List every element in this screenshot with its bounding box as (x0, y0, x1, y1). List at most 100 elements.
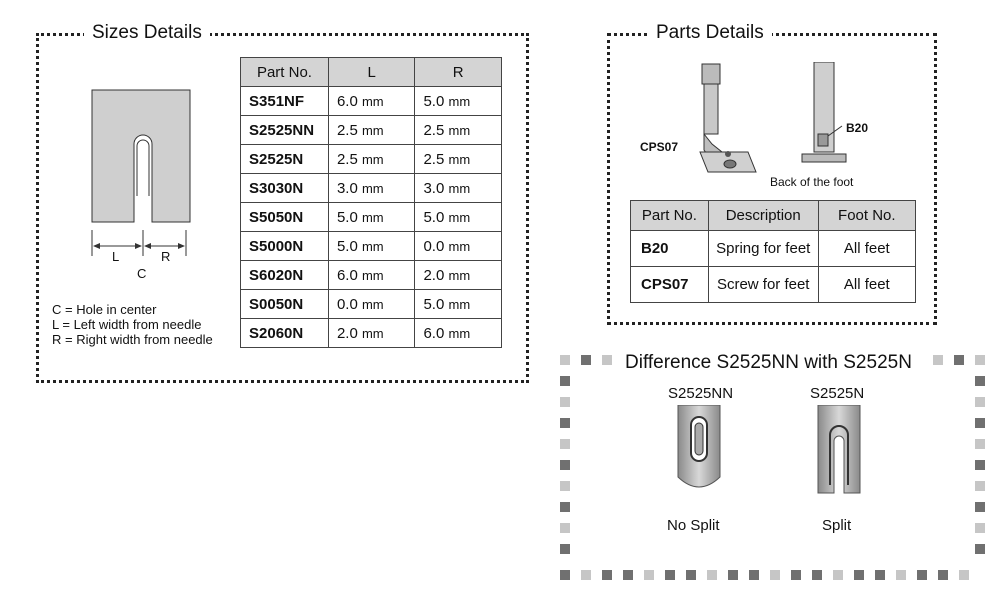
r-value: 5.0 mm (414, 202, 502, 232)
border-square (791, 570, 801, 580)
l-value: 3.0 mm (327, 173, 416, 203)
part-number: S5000N (240, 231, 329, 261)
border-square (560, 355, 570, 365)
legend-left: L = Left width from needle (52, 317, 202, 332)
l-value: 6.0 mm (327, 86, 416, 116)
border-square (665, 570, 675, 580)
l-value: 2.5 mm (327, 115, 416, 145)
r-value: 5.0 mm (414, 289, 502, 319)
variant-name-s2525nn: S2525NN (668, 385, 734, 402)
l-value: 0.0 mm (327, 289, 416, 319)
part-number: S351NF (240, 86, 329, 116)
r-value: 0.0 mm (414, 231, 502, 261)
back-of-foot-caption: Back of the foot (770, 175, 854, 189)
border-square (623, 570, 633, 580)
border-square (812, 570, 822, 580)
border-square (954, 355, 964, 365)
r-value: 2.5 mm (414, 115, 502, 145)
parts-details-panel (607, 33, 937, 325)
border-square (975, 355, 985, 365)
caption-split: Split (822, 517, 852, 534)
callout-b20: B20 (846, 121, 869, 135)
column-header-l: L (327, 57, 416, 87)
part-number: CPS07 (630, 266, 709, 303)
border-square (560, 523, 570, 533)
r-value: 3.0 mm (414, 173, 502, 203)
column-header-part-no: Part No. (630, 200, 709, 231)
border-square (770, 570, 780, 580)
border-square (975, 502, 985, 512)
parts-table-header: Part No. Description Foot No. (630, 200, 917, 231)
border-square (896, 570, 906, 580)
callout-cps07: CPS07 (640, 140, 679, 154)
foot-number: All feet (817, 230, 917, 267)
foot-number: All feet (817, 266, 917, 303)
dimension-label-left: L (112, 249, 120, 264)
difference-panel (560, 355, 985, 580)
border-square (975, 376, 985, 386)
border-square (854, 570, 864, 580)
r-value: 2.0 mm (414, 260, 502, 290)
border-square (560, 570, 570, 580)
border-square (560, 418, 570, 428)
sizes-details-title: Sizes Details (84, 22, 210, 44)
border-square (975, 523, 985, 533)
border-square (602, 355, 612, 365)
border-square (560, 502, 570, 512)
parts-details-title: Parts Details (648, 22, 772, 44)
part-description: Spring for feet (707, 230, 819, 267)
part-number: S0050N (240, 289, 329, 319)
border-square (975, 439, 985, 449)
border-square (917, 570, 927, 580)
border-square (975, 418, 985, 428)
caption-no-split: No Split (667, 517, 720, 534)
part-number: S5050N (240, 202, 329, 232)
border-square (560, 544, 570, 554)
sizes-details-panel (36, 33, 529, 383)
dimension-label-right: R (161, 249, 171, 264)
border-square (707, 570, 717, 580)
r-value: 2.5 mm (414, 144, 502, 174)
l-value: 2.0 mm (327, 318, 416, 348)
column-header-foot-no: Foot No. (817, 200, 917, 231)
r-value: 5.0 mm (414, 86, 502, 116)
border-square (975, 460, 985, 470)
border-square (560, 481, 570, 491)
column-header-part-no: Part No. (240, 57, 329, 87)
part-number: S2525NN (240, 115, 329, 145)
column-header-description: Description (707, 200, 819, 231)
border-square (938, 570, 948, 580)
border-square (560, 460, 570, 470)
border-square (602, 570, 612, 580)
part-description: Screw for feet (707, 266, 819, 303)
border-square (560, 397, 570, 407)
r-value: 6.0 mm (414, 318, 502, 348)
presser-foot-side-illustration (699, 63, 757, 173)
border-square (933, 355, 943, 365)
part-number: S3030N (240, 173, 329, 203)
border-square (749, 570, 759, 580)
l-value: 2.5 mm (327, 144, 416, 174)
l-value: 6.0 mm (327, 260, 416, 290)
border-square (581, 570, 591, 580)
border-square (975, 397, 985, 407)
part-number: S2060N (240, 318, 329, 348)
dimension-label-center: C (137, 266, 147, 281)
border-square (875, 570, 885, 580)
legend-right: R = Right width from needle (52, 332, 213, 347)
part-number: S6020N (240, 260, 329, 290)
border-square (581, 355, 591, 365)
border-square (560, 376, 570, 386)
border-square (833, 570, 843, 580)
